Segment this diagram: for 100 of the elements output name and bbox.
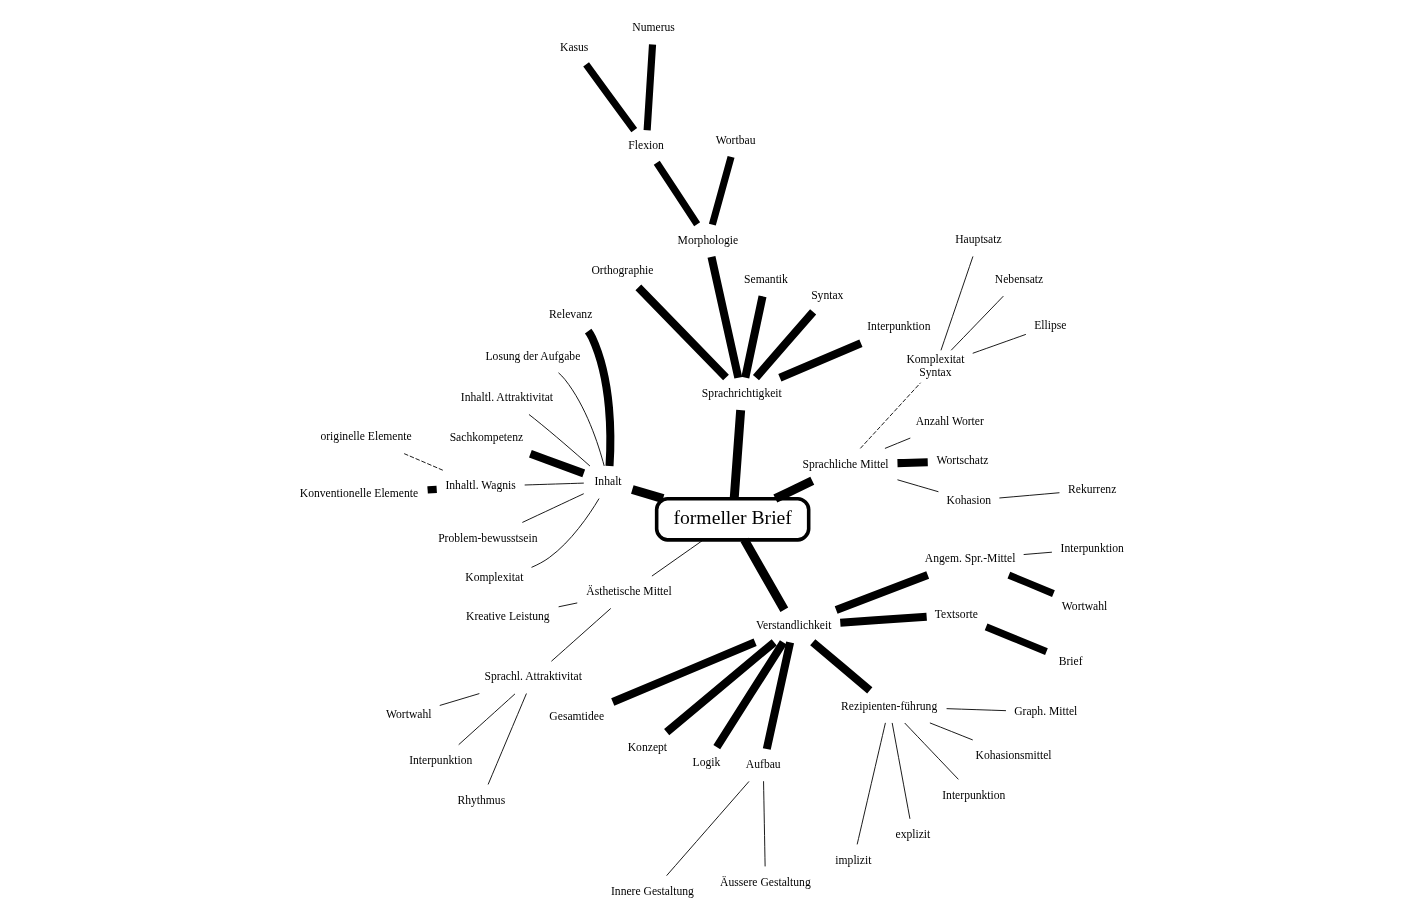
node-text: Numerus	[632, 21, 675, 35]
node-text: Nebensatz	[994, 272, 1044, 286]
node-text: Interpunktion	[1060, 541, 1124, 555]
node-text: Konventionelle Elemente	[299, 487, 419, 501]
connector	[998, 492, 1060, 499]
connector	[531, 498, 600, 568]
node-text: Kasus	[560, 41, 589, 55]
node-text: Wortwahl	[1061, 599, 1108, 613]
connector	[929, 722, 974, 741]
connector	[904, 722, 959, 780]
connector	[763, 780, 766, 867]
node-text: Wortbau	[715, 133, 756, 147]
connector	[583, 62, 638, 133]
node-text: Rezipienten-führung	[841, 699, 938, 713]
connector	[666, 780, 750, 877]
node-text: Verstandlichkeit	[755, 619, 832, 633]
connector	[740, 537, 789, 612]
connector	[521, 493, 585, 523]
node-text: Morphologie	[677, 233, 739, 247]
connector	[984, 623, 1048, 655]
connector	[897, 479, 939, 493]
connector	[778, 339, 863, 382]
node-text: Sachkompetenz	[449, 430, 524, 444]
node-text: Flexion	[628, 139, 664, 153]
connector	[729, 409, 746, 499]
connector	[584, 328, 615, 467]
node-text: Innere Gestaltung	[610, 884, 694, 898]
connector	[859, 382, 921, 449]
node-text: Komplexitat	[465, 571, 524, 585]
connector	[558, 372, 605, 467]
node-text: originelle Elemente	[320, 430, 412, 444]
connector	[524, 482, 585, 486]
connector	[529, 450, 586, 478]
node-text: Konzept	[627, 741, 668, 755]
node-text: Komplexitat Syntax	[906, 353, 965, 379]
node-text: Ellipse	[1034, 318, 1067, 332]
node-text: Relevanz	[549, 307, 593, 321]
connector	[834, 571, 930, 614]
connector	[403, 453, 444, 471]
node-text: Sprachrichtigkeit	[701, 386, 782, 400]
node-text: Äussere Gestaltung	[720, 875, 811, 889]
connector	[439, 693, 480, 706]
node-text: Hauptsatz	[955, 233, 1002, 247]
node-text: Angem. Spr.-Mittel	[924, 551, 1016, 565]
node-box: formeller Brief	[654, 496, 811, 542]
node-text: Sprachliche Mittel	[802, 457, 889, 471]
connector	[1023, 551, 1053, 555]
connector	[897, 458, 928, 468]
node-text: Logik	[692, 756, 721, 770]
node-text: Kreative Leistung	[466, 610, 550, 624]
connector	[773, 476, 815, 503]
node-text: Gesamtidee	[549, 710, 605, 724]
node-text: Semantik	[744, 273, 788, 287]
node-text: Interpunktion	[867, 320, 931, 334]
connector	[487, 693, 527, 785]
node-text: Kohasion	[946, 493, 992, 507]
connector	[550, 608, 612, 662]
node-text: Syntax	[811, 288, 844, 302]
connector	[635, 284, 729, 381]
node-text: Sprachl. Attraktivitat	[484, 670, 582, 684]
connector	[528, 414, 591, 467]
node-text: Graph. Mittel	[1014, 705, 1078, 719]
node-text: explizit	[895, 827, 931, 841]
node-text: Wortschatz	[936, 454, 989, 468]
connector	[707, 255, 743, 379]
node-text: Interpunktion	[409, 753, 473, 767]
connector	[752, 309, 817, 381]
connector	[741, 295, 767, 379]
node-text: Orthographie	[591, 264, 654, 277]
connector	[762, 641, 795, 750]
node-text: Wortwahl	[386, 707, 432, 721]
node-text: Kohasionsmittel	[975, 749, 1052, 763]
node-text: Inhaltl. Wagnis	[445, 479, 516, 493]
connector	[856, 722, 886, 845]
connector	[713, 640, 787, 750]
connector	[458, 693, 516, 746]
node-text: Anzahl Worter	[915, 414, 984, 428]
connector	[891, 722, 911, 820]
node-text: Ästhetische Mittel	[586, 585, 672, 599]
connector	[651, 539, 704, 577]
connector	[950, 295, 1004, 351]
node-text: Rekurrenz	[1067, 482, 1117, 496]
connector	[940, 256, 974, 351]
connector	[558, 602, 578, 608]
node-text: Textsorte	[934, 607, 978, 621]
node-text: Interpunktion	[942, 788, 1006, 802]
connector	[972, 333, 1027, 354]
connector	[1007, 571, 1055, 597]
connector	[840, 612, 927, 627]
connector	[884, 437, 911, 449]
node-text: Problem-bewusstsein	[438, 531, 538, 545]
connector	[653, 160, 701, 227]
connector	[708, 155, 735, 226]
node-text: Inhalt	[594, 475, 622, 489]
node-text: Rhythmus	[457, 793, 506, 807]
connector	[946, 708, 1007, 712]
node-text: Inhaltl. Attraktivitat	[460, 391, 554, 405]
node-text: Losung der Aufgabe	[485, 349, 581, 363]
connector	[631, 485, 665, 503]
node-text: Aufbau	[745, 758, 781, 772]
